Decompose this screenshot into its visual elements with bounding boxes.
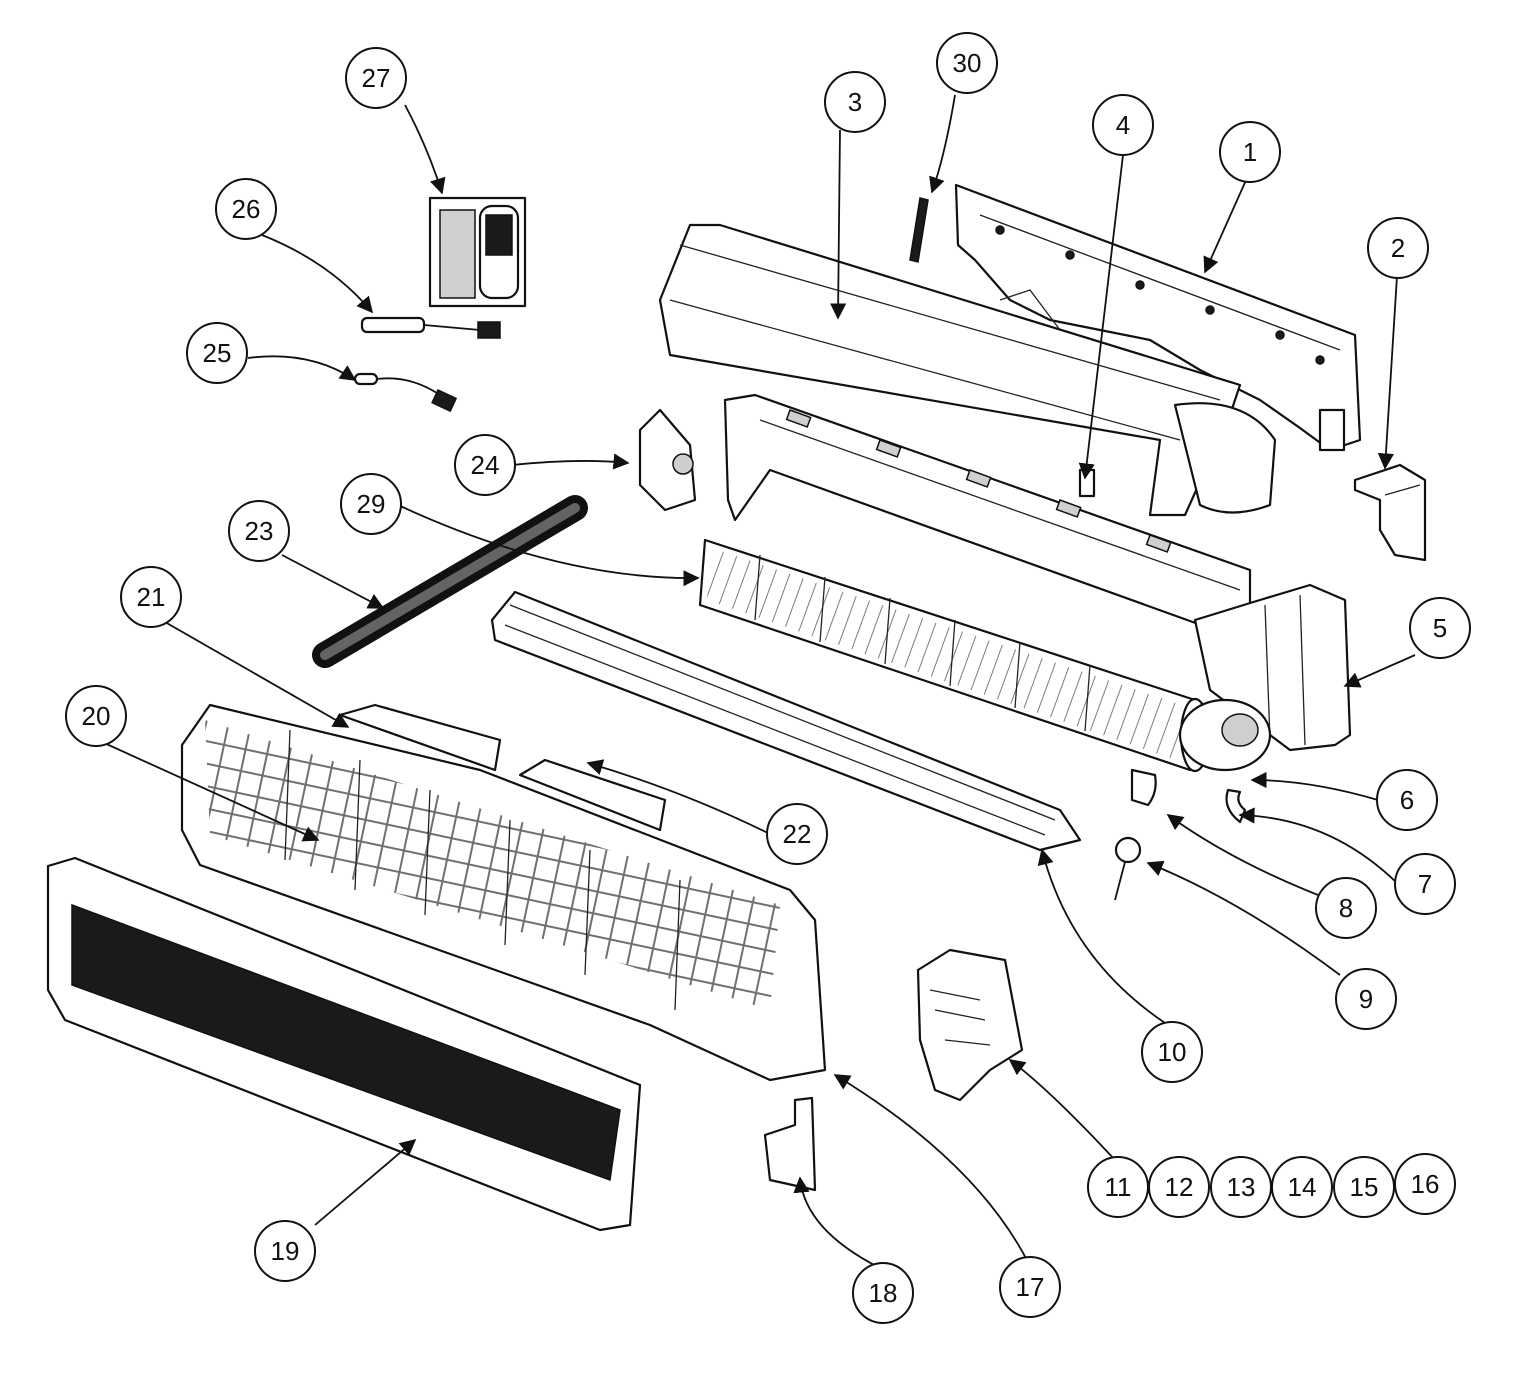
callout-7: 7 bbox=[1394, 853, 1456, 915]
svg-text:24: 24 bbox=[471, 450, 500, 480]
callout-20: 20 bbox=[65, 685, 127, 747]
callout-25: 25 bbox=[186, 322, 248, 384]
motor-clamp-8 bbox=[1130, 768, 1157, 807]
svg-text:11: 11 bbox=[1105, 1172, 1132, 1202]
callout-1: 1 bbox=[1219, 121, 1281, 183]
callout-13: 13 bbox=[1210, 1156, 1272, 1218]
lower-bracket bbox=[763, 1096, 817, 1192]
svg-text:10: 10 bbox=[1158, 1037, 1187, 1067]
callout-27: 27 bbox=[345, 47, 407, 109]
svg-text:29: 29 bbox=[357, 489, 386, 519]
bearing-holder bbox=[638, 408, 697, 512]
leader-lines bbox=[101, 94, 1416, 1269]
callout-8: 8 bbox=[1315, 877, 1377, 939]
evaporator-coil bbox=[658, 223, 1277, 517]
callout-19: 19 bbox=[254, 1220, 316, 1282]
callout-4: 4 bbox=[1092, 94, 1154, 156]
louver-assembly bbox=[490, 590, 1082, 852]
svg-text:3: 3 bbox=[848, 87, 862, 117]
drain-hose bbox=[312, 495, 588, 668]
callout-3: 3 bbox=[824, 71, 886, 133]
thermistor-9 bbox=[1114, 836, 1142, 901]
svg-text:4: 4 bbox=[1116, 110, 1130, 140]
callout-5: 5 bbox=[1409, 597, 1471, 659]
svg-text:13: 13 bbox=[1227, 1172, 1256, 1202]
remote-control bbox=[428, 196, 527, 308]
svg-text:18: 18 bbox=[869, 1278, 898, 1308]
callout-18: 18 bbox=[852, 1262, 914, 1324]
callout-14: 14 bbox=[1271, 1156, 1333, 1218]
svg-text:12: 12 bbox=[1165, 1172, 1194, 1202]
svg-text:2: 2 bbox=[1391, 233, 1405, 263]
callout-15: 15 bbox=[1333, 1156, 1395, 1218]
svg-text:17: 17 bbox=[1016, 1272, 1045, 1302]
sensor-wire-26 bbox=[360, 316, 501, 339]
back-chassis bbox=[723, 393, 1252, 632]
svg-text:6: 6 bbox=[1400, 785, 1414, 815]
svg-text:20: 20 bbox=[82, 701, 111, 731]
callout-6: 6 bbox=[1376, 769, 1438, 831]
front-grille bbox=[46, 856, 642, 1232]
callout-11: 11 bbox=[1087, 1156, 1149, 1218]
callout-22: 22 bbox=[766, 803, 828, 865]
svg-text:8: 8 bbox=[1339, 893, 1353, 923]
callout-26: 26 bbox=[215, 178, 277, 240]
callout-9: 9 bbox=[1335, 968, 1397, 1030]
callout-10: 10 bbox=[1141, 1021, 1203, 1083]
callout-16: 16 bbox=[1394, 1153, 1456, 1215]
front-panel bbox=[180, 703, 827, 1082]
svg-text:26: 26 bbox=[232, 194, 261, 224]
sensor-wire-25 bbox=[353, 372, 458, 413]
svg-text:5: 5 bbox=[1433, 613, 1447, 643]
svg-text:27: 27 bbox=[362, 63, 391, 93]
svg-text:14: 14 bbox=[1288, 1172, 1317, 1202]
callout-30: 30 bbox=[936, 32, 998, 94]
svg-text:30: 30 bbox=[953, 48, 982, 78]
control-box bbox=[916, 948, 1024, 1102]
svg-text:9: 9 bbox=[1359, 984, 1373, 1014]
callout-17: 17 bbox=[999, 1256, 1061, 1318]
fan-motor bbox=[1178, 698, 1272, 772]
mounting-plate bbox=[954, 183, 1362, 452]
svg-text:22: 22 bbox=[783, 819, 812, 849]
svg-text:15: 15 bbox=[1350, 1172, 1379, 1202]
motor-clamp-7 bbox=[1225, 788, 1247, 824]
svg-text:7: 7 bbox=[1418, 869, 1432, 899]
svg-text:25: 25 bbox=[203, 338, 232, 368]
svg-text:16: 16 bbox=[1411, 1169, 1440, 1199]
callout-29: 29 bbox=[340, 473, 402, 535]
svg-text:19: 19 bbox=[271, 1236, 300, 1266]
sensor-part bbox=[909, 197, 929, 263]
svg-text:1: 1 bbox=[1243, 137, 1257, 167]
coil-clip bbox=[1078, 468, 1096, 498]
svg-text:21: 21 bbox=[137, 582, 166, 612]
callout-2: 2 bbox=[1367, 217, 1429, 279]
callout-23: 23 bbox=[228, 500, 290, 562]
callout-24: 24 bbox=[454, 434, 516, 496]
svg-text:23: 23 bbox=[245, 516, 274, 546]
callout-21: 21 bbox=[120, 566, 182, 628]
side-bracket bbox=[1353, 463, 1427, 562]
callout-12: 12 bbox=[1148, 1156, 1210, 1218]
